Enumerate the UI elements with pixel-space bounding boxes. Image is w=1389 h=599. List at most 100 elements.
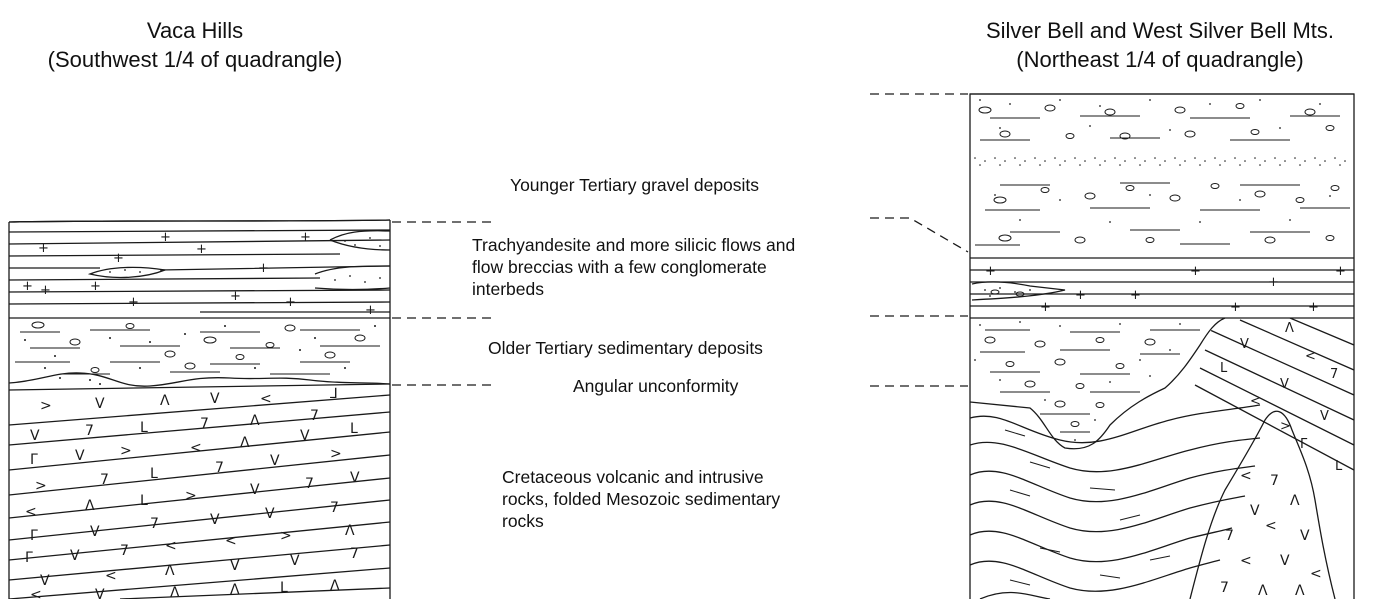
svg-text:7: 7 bbox=[200, 416, 209, 432]
svg-text:7: 7 bbox=[1270, 473, 1279, 489]
svg-text:L: L bbox=[140, 420, 148, 436]
svg-text:V: V bbox=[1240, 337, 1249, 352]
svg-text:<: < bbox=[1310, 566, 1322, 582]
svg-text:Γ: Γ bbox=[30, 452, 38, 468]
svg-text:Λ: Λ bbox=[1285, 321, 1294, 336]
svg-text:V: V bbox=[1300, 528, 1310, 544]
svg-text:+: + bbox=[285, 295, 296, 310]
svg-text:+: + bbox=[1040, 300, 1051, 315]
svg-text:<: < bbox=[165, 538, 177, 554]
svg-text:<: < bbox=[1305, 349, 1316, 364]
svg-text:Γ: Γ bbox=[30, 528, 38, 544]
svg-text:V: V bbox=[30, 428, 40, 444]
svg-text:Λ: Λ bbox=[345, 523, 355, 539]
svg-text:7: 7 bbox=[150, 516, 159, 532]
right-column: ++++ +++++ bbox=[970, 94, 1354, 599]
svg-text:Λ: Λ bbox=[1258, 583, 1268, 599]
svg-text:>: > bbox=[280, 528, 292, 544]
svg-text:<: < bbox=[1250, 394, 1261, 409]
right-older-sedimentary-unit bbox=[970, 318, 1225, 449]
dash-right-trachy-top bbox=[870, 218, 968, 252]
svg-text:V: V bbox=[265, 506, 275, 522]
right-younger-gravel-unit bbox=[970, 94, 1354, 245]
svg-text:+: + bbox=[1268, 275, 1279, 290]
svg-text:Λ: Λ bbox=[1295, 583, 1305, 599]
svg-text:Λ: Λ bbox=[170, 585, 180, 599]
svg-text:<: < bbox=[1240, 468, 1252, 484]
svg-text:L: L bbox=[350, 421, 358, 437]
svg-text:+: + bbox=[160, 230, 171, 245]
svg-text:V: V bbox=[1280, 377, 1289, 392]
svg-text:V: V bbox=[250, 482, 260, 498]
svg-text:+: + bbox=[365, 303, 376, 318]
svg-text:V: V bbox=[1250, 503, 1260, 519]
svg-text:Γ: Γ bbox=[25, 550, 33, 566]
svg-text:7: 7 bbox=[120, 543, 129, 559]
svg-text:V: V bbox=[70, 548, 80, 564]
svg-text:>: > bbox=[35, 478, 47, 494]
svg-text:+: + bbox=[128, 295, 139, 310]
svg-text:<: < bbox=[1240, 553, 1252, 569]
svg-text:V: V bbox=[90, 524, 100, 540]
svg-text:+: + bbox=[1190, 264, 1201, 279]
svg-text:V: V bbox=[210, 512, 220, 528]
svg-text:7: 7 bbox=[350, 546, 359, 562]
svg-text:Λ: Λ bbox=[330, 578, 340, 594]
svg-text:+: + bbox=[38, 241, 49, 256]
svg-text:Λ: Λ bbox=[165, 563, 175, 579]
svg-text:V: V bbox=[1280, 553, 1290, 569]
svg-text:7: 7 bbox=[305, 476, 314, 492]
svg-text:⅃: ⅃ bbox=[330, 386, 338, 402]
svg-text:>: > bbox=[330, 446, 342, 462]
svg-text:<: < bbox=[25, 504, 37, 520]
svg-text:7: 7 bbox=[1225, 528, 1234, 544]
svg-text:V: V bbox=[75, 448, 85, 464]
svg-text:V: V bbox=[350, 470, 360, 486]
svg-text:V: V bbox=[290, 553, 300, 569]
correlation-lines bbox=[392, 94, 968, 386]
svg-text:L: L bbox=[140, 493, 148, 509]
svg-text:7: 7 bbox=[330, 500, 339, 516]
svg-text:>: > bbox=[120, 443, 132, 459]
svg-text:+: + bbox=[1075, 288, 1086, 303]
svg-text:V: V bbox=[230, 558, 240, 574]
svg-text:<: < bbox=[30, 587, 42, 599]
svg-text:<: < bbox=[225, 533, 237, 549]
svg-text:<: < bbox=[1265, 518, 1277, 534]
svg-text:<: < bbox=[260, 391, 272, 407]
svg-text:V: V bbox=[1320, 409, 1329, 424]
svg-text:Λ: Λ bbox=[230, 582, 240, 598]
svg-text:+: + bbox=[258, 261, 269, 276]
svg-text:V: V bbox=[270, 453, 280, 469]
svg-text:Λ: Λ bbox=[240, 435, 250, 451]
right-trachyandesite-unit: ++++ +++++ bbox=[970, 258, 1354, 318]
svg-text:L: L bbox=[1220, 361, 1228, 376]
svg-text:7: 7 bbox=[215, 460, 224, 476]
svg-text:7: 7 bbox=[1330, 367, 1338, 382]
svg-text:+: + bbox=[22, 279, 33, 294]
svg-text:V: V bbox=[95, 587, 105, 599]
svg-text:V: V bbox=[210, 391, 220, 407]
svg-text:>: > bbox=[1280, 419, 1291, 434]
svg-text:7: 7 bbox=[85, 423, 94, 439]
left-trachyandesite-unit: ++++ ++++ +++++ bbox=[9, 220, 390, 318]
svg-text:+: + bbox=[230, 289, 241, 304]
svg-text:+: + bbox=[1130, 288, 1141, 303]
svg-text:Λ: Λ bbox=[250, 413, 260, 429]
left-older-sedimentary-unit bbox=[9, 318, 390, 386]
svg-text:>: > bbox=[185, 488, 197, 504]
svg-text:+: + bbox=[1230, 300, 1241, 315]
svg-text:+: + bbox=[40, 283, 51, 298]
svg-text:Λ: Λ bbox=[160, 393, 170, 409]
svg-text:+: + bbox=[1308, 300, 1319, 315]
svg-text:7: 7 bbox=[310, 408, 319, 424]
svg-text:L: L bbox=[1335, 459, 1343, 474]
svg-text:V: V bbox=[300, 428, 310, 444]
svg-text:<: < bbox=[105, 568, 117, 584]
svg-text:Γ: Γ bbox=[1300, 437, 1308, 452]
svg-text:Λ: Λ bbox=[85, 498, 95, 514]
